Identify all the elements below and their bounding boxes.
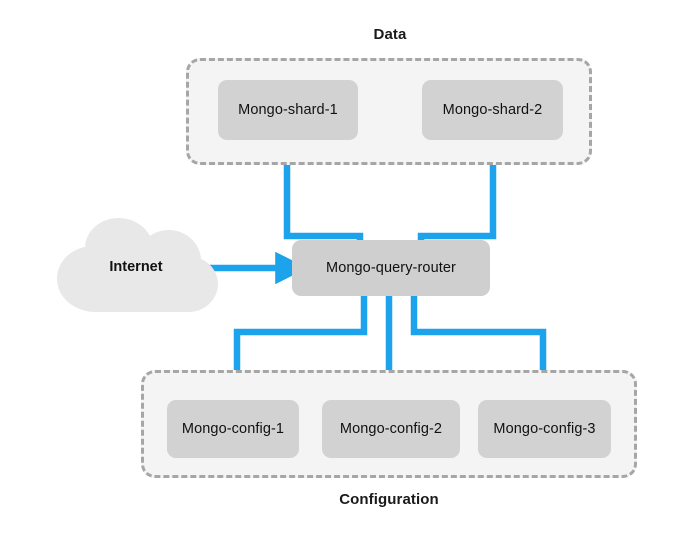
node-mongo-shard-2[interactable]: Mongo-shard-2 xyxy=(422,80,563,140)
node-mongo-config-1[interactable]: Mongo-config-1 xyxy=(167,400,299,458)
node-mongo-shard-1[interactable]: Mongo-shard-1 xyxy=(218,80,358,140)
node-mongo-config-2[interactable]: Mongo-config-2 xyxy=(322,400,460,458)
node-mongo-query-router[interactable]: Mongo-query-router xyxy=(292,240,490,296)
cloud-icon xyxy=(57,218,218,312)
internet-cloud-label: Internet xyxy=(109,259,163,275)
group-caption-configuration: Configuration xyxy=(339,491,439,508)
node-mongo-config-3[interactable]: Mongo-config-3 xyxy=(478,400,611,458)
internet-cloud[interactable] xyxy=(52,216,220,316)
group-caption-data: Data xyxy=(373,26,407,43)
